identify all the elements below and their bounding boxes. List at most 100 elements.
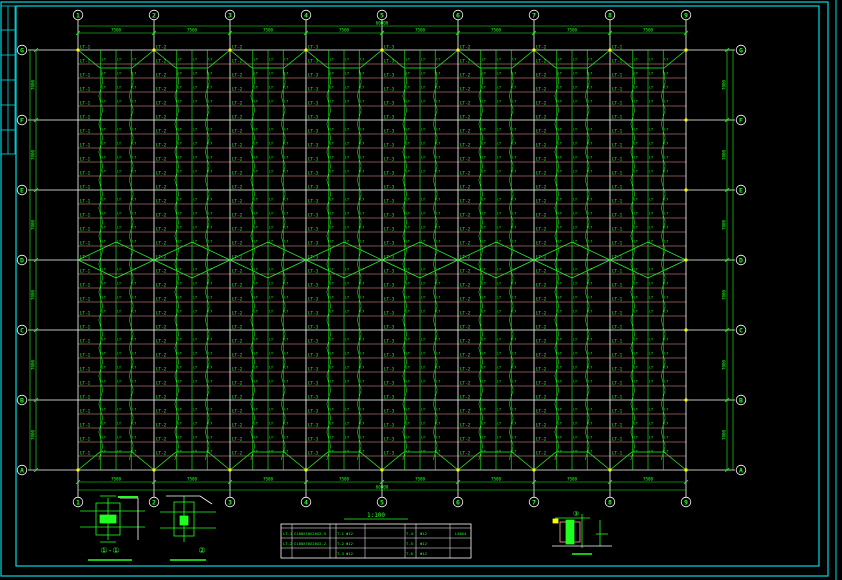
axis-bubble-top-7-label: 7 bbox=[532, 11, 536, 19]
member-tag: LT-2 bbox=[232, 157, 243, 162]
member-tag: LT-1 bbox=[80, 367, 91, 372]
member-tag: LT-2 bbox=[460, 353, 471, 358]
tie-rod bbox=[174, 67, 180, 461]
purlin-tag: LT bbox=[558, 408, 562, 412]
purlin-tag: LT bbox=[254, 296, 258, 300]
purlin-tag: LT bbox=[208, 198, 212, 202]
purlin-tag: LT bbox=[588, 450, 592, 454]
member-tag: LT-2 bbox=[232, 451, 243, 456]
right-dim-span: 7000 bbox=[722, 219, 727, 230]
purlin-tag: LT bbox=[178, 338, 182, 342]
member-tag: LT-1 bbox=[612, 325, 623, 330]
purlin-tag: LT bbox=[193, 86, 197, 90]
member-tag: LT-2 bbox=[536, 311, 547, 316]
purlin-tag: LT bbox=[421, 100, 425, 104]
member-tag: LT-3 bbox=[384, 451, 395, 456]
member-tag: LT-2 bbox=[232, 59, 243, 64]
detail-c bbox=[552, 514, 612, 555]
table-title: 1:100 bbox=[367, 512, 385, 519]
purlin-tag: LT bbox=[284, 422, 288, 426]
purlin-tag: LT bbox=[588, 128, 592, 132]
member-tag: LT-1 bbox=[80, 227, 91, 232]
purlin-tag: LT bbox=[132, 338, 136, 342]
member-tag: LT-3 bbox=[308, 269, 319, 274]
member-tag: LT-2 bbox=[460, 101, 471, 106]
bracing-top bbox=[381, 49, 459, 69]
purlin-tag: LT bbox=[132, 170, 136, 174]
member-tag: LT-3 bbox=[384, 73, 395, 78]
purlin-tag: LT bbox=[178, 240, 182, 244]
purlin-tag: LT bbox=[284, 338, 288, 342]
purlin-tag: LT bbox=[512, 366, 516, 370]
node bbox=[380, 468, 384, 472]
member-tag: LT-3 bbox=[384, 59, 395, 64]
purlin-tag: LT bbox=[269, 142, 273, 146]
purlin-tag: LT bbox=[269, 170, 273, 174]
purlin-tag: LT bbox=[664, 408, 668, 412]
purlin-tag: LT bbox=[664, 142, 668, 146]
purlin-tag: LT bbox=[330, 422, 334, 426]
purlin-tag: LT bbox=[102, 142, 106, 146]
table-cell: Φ12 bbox=[346, 541, 353, 546]
member-tag: LT-1 bbox=[80, 157, 91, 162]
purlin-tag: LT bbox=[360, 366, 364, 370]
member-tag: LT-3 bbox=[384, 185, 395, 190]
purlin-tag: LT bbox=[588, 226, 592, 230]
axis-bubble-top-9-label: 9 bbox=[684, 11, 688, 19]
purlin-tag: LT bbox=[436, 282, 440, 286]
member-tag: LT-2 bbox=[232, 115, 243, 120]
member-tag: LT-2 bbox=[232, 339, 243, 344]
node bbox=[76, 48, 80, 52]
purlin-tag: LT bbox=[421, 408, 425, 412]
purlin-tag: LT bbox=[406, 86, 410, 90]
bracing-mid-lower bbox=[305, 259, 383, 279]
member-tag: LT-2 bbox=[460, 283, 471, 288]
purlin-tag: LT bbox=[360, 128, 364, 132]
purlin-tag: LT bbox=[421, 240, 425, 244]
purlin-tag: LT bbox=[634, 380, 638, 384]
purlin-tag: LT bbox=[664, 198, 668, 202]
purlin-tag: LT bbox=[558, 436, 562, 440]
purlin-tag: LT bbox=[345, 58, 349, 62]
member-tag: LT-3 bbox=[384, 227, 395, 232]
purlin-tag: LT bbox=[132, 408, 136, 412]
purlin-tag: LT bbox=[117, 268, 121, 272]
purlin-tag: LT bbox=[102, 338, 106, 342]
member-tag: LT-1 bbox=[612, 185, 623, 190]
axis-bubble-left-D-label: D bbox=[20, 256, 24, 264]
purlin-tag: LT bbox=[588, 310, 592, 314]
axis-bubble-right-F-label: F bbox=[739, 116, 743, 124]
purlin-tag: LT bbox=[634, 170, 638, 174]
member-tag: LT-2 bbox=[460, 171, 471, 176]
purlin-tag: LT bbox=[102, 72, 106, 76]
member-tag: LT-2 bbox=[460, 311, 471, 316]
purlin-tag: LT bbox=[421, 268, 425, 272]
purlin-tag: LT bbox=[178, 72, 182, 76]
member-tag: LT-3 bbox=[308, 311, 319, 316]
detail-a bbox=[80, 495, 145, 561]
member-tag: LT-3 bbox=[308, 227, 319, 232]
bracing-mid-upper bbox=[153, 241, 231, 261]
member-tag: LT-2 bbox=[460, 45, 471, 50]
member-tag: LT-2 bbox=[460, 395, 471, 400]
purlin-tag: LT bbox=[132, 240, 136, 244]
bracing-mid-upper bbox=[533, 241, 611, 261]
purlin-tag: LT bbox=[482, 240, 486, 244]
purlin-tag: LT bbox=[482, 58, 486, 62]
purlin-tag: LT bbox=[649, 58, 653, 62]
member-tag: LT-3 bbox=[308, 185, 319, 190]
purlin-tag: LT bbox=[634, 268, 638, 272]
member-tag: LT-2 bbox=[460, 213, 471, 218]
member-tag: LT-3 bbox=[384, 395, 395, 400]
member-tag: LT-3 bbox=[308, 213, 319, 218]
member-tag: LT-2 bbox=[536, 437, 547, 442]
top-dim-tick bbox=[455, 30, 461, 36]
purlin-tag: LT bbox=[269, 100, 273, 104]
table-cell: Φ12 bbox=[420, 531, 427, 536]
right-dim-tick bbox=[724, 327, 730, 333]
node bbox=[456, 48, 460, 52]
purlin-tag: LT bbox=[208, 408, 212, 412]
purlin-tag: LT bbox=[208, 142, 212, 146]
purlin-tag: LT bbox=[664, 170, 668, 174]
purlin-tag: LT bbox=[664, 282, 668, 286]
